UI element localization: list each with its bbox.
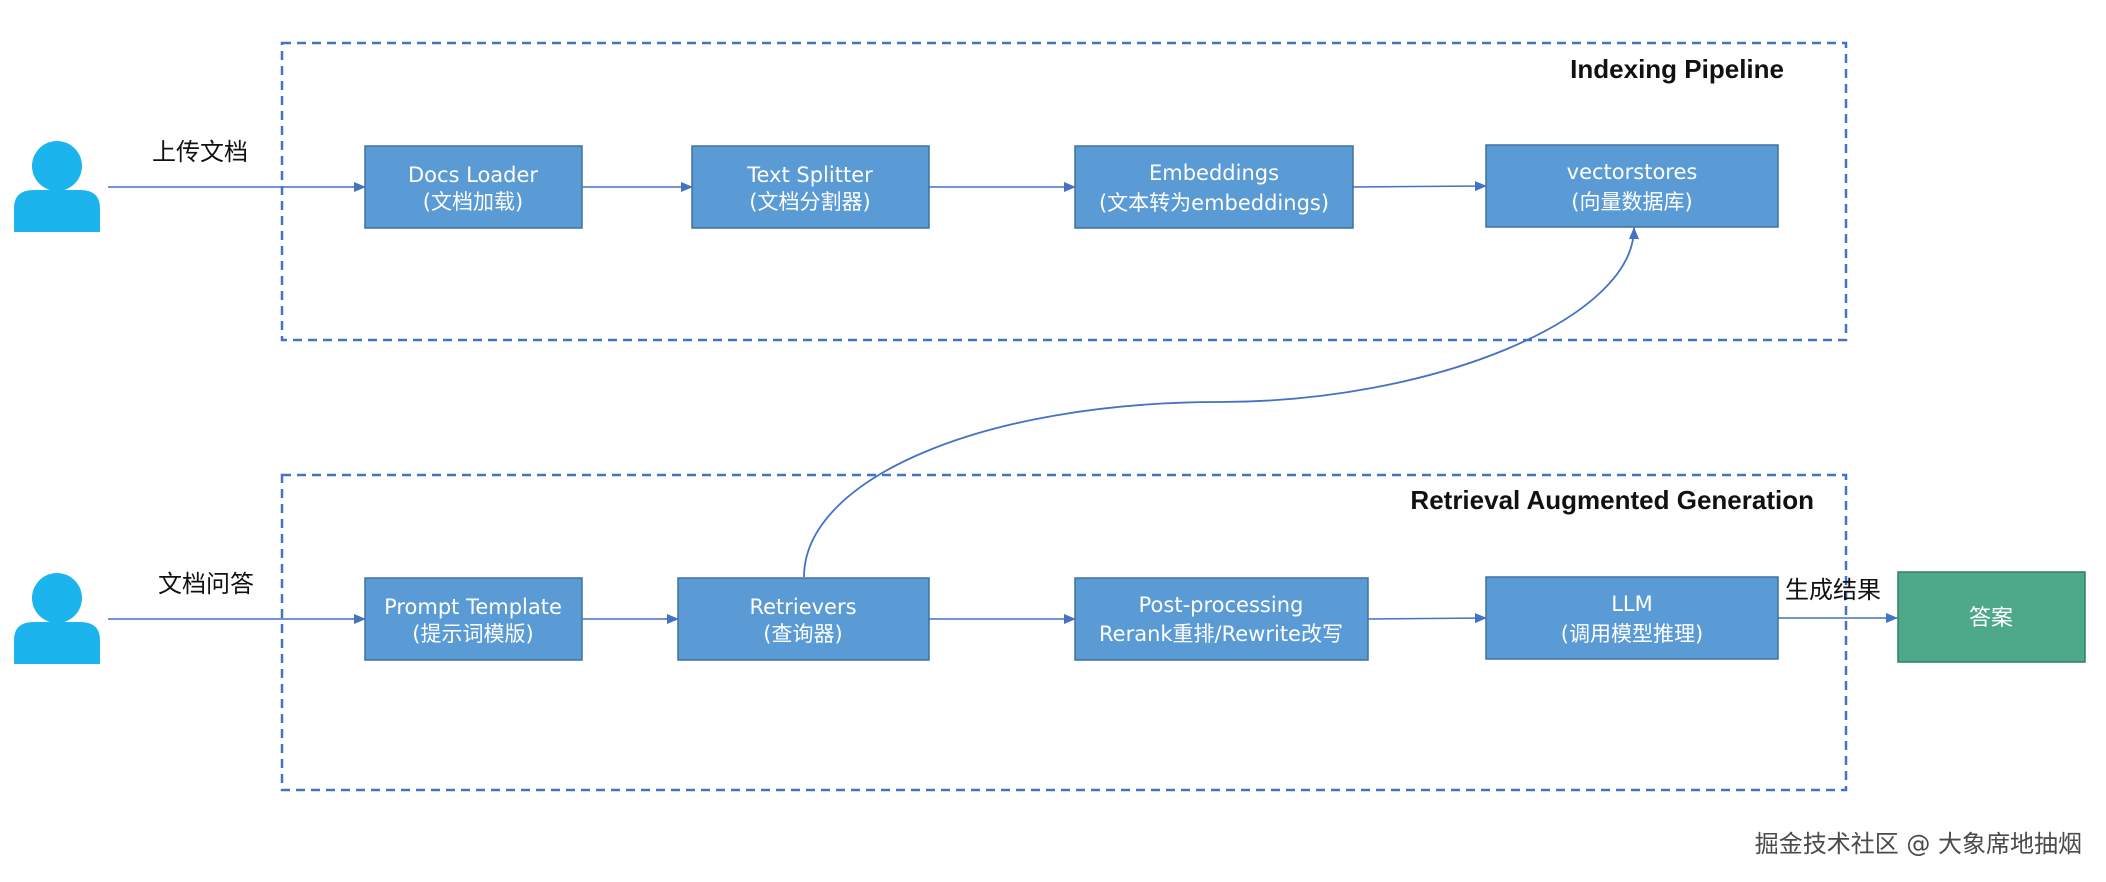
arrow-post-processing-to-llm	[1367, 613, 1487, 624]
docs-loader-title: Docs Loader	[408, 163, 538, 187]
text-splitter-node: Text Splitter (文档分割器)	[691, 145, 930, 229]
rag-group-title: Retrieval Augmented Generation	[1410, 485, 1814, 515]
vectorstores-subtitle: (向量数据库)	[1571, 190, 1692, 214]
docs-loader-node: Docs Loader (文档加载)	[364, 145, 583, 229]
retrievers-subtitle: (查询器)	[763, 622, 842, 646]
prompt-template-title: Prompt Template	[384, 595, 562, 619]
post-processing-node: Post-processing Rerank重排/Rewrite改写	[1074, 577, 1369, 661]
embeddings-subtitle: (文本转为embeddings)	[1099, 191, 1329, 215]
embeddings-title: Embeddings	[1149, 161, 1279, 185]
vectorstores-title: vectorstores	[1567, 160, 1698, 184]
arrow-embeddings-to-vectorstores	[1352, 181, 1487, 192]
text-splitter-title: Text Splitter	[746, 163, 873, 187]
upload-docs-label: 上传文档	[152, 138, 248, 166]
rag-group	[280, 473, 1848, 792]
retrievers-node: Retrievers (查询器)	[677, 577, 930, 661]
llm-node: LLM (调用模型推理)	[1485, 576, 1779, 660]
text-splitter-subtitle: (文档分割器)	[749, 190, 870, 214]
user-icon	[14, 141, 100, 232]
answer-label: 答案	[1969, 606, 2013, 631]
prompt-template-subtitle: (提示词模版)	[412, 622, 533, 646]
vectorstores-node: vectorstores (向量数据库)	[1485, 144, 1779, 228]
docs-loader-subtitle: (文档加载)	[423, 190, 523, 214]
arrow-retrievers-to-vectorstores	[803, 227, 1639, 578]
indexing-pipeline-group	[280, 41, 1848, 342]
llm-subtitle: (调用模型推理)	[1561, 622, 1703, 646]
watermark: 掘金技术社区 @ 大象席地抽烟	[1755, 830, 2082, 858]
doc-qa-label: 文档问答	[158, 570, 254, 598]
answer-node: 答案	[1897, 571, 2086, 663]
indexing-pipeline-title: Indexing Pipeline	[1570, 54, 1784, 84]
retrievers-title: Retrievers	[749, 595, 856, 619]
generate-result-label: 生成结果	[1785, 576, 1881, 604]
embeddings-node: Embeddings (文本转为embeddings)	[1074, 145, 1354, 229]
post-processing-title: Post-processing	[1139, 593, 1304, 617]
llm-title: LLM	[1611, 592, 1653, 616]
post-processing-subtitle: Rerank重排/Rewrite改写	[1099, 622, 1343, 646]
user-icon	[14, 573, 100, 664]
prompt-template-node: Prompt Template (提示词模版)	[364, 577, 583, 661]
